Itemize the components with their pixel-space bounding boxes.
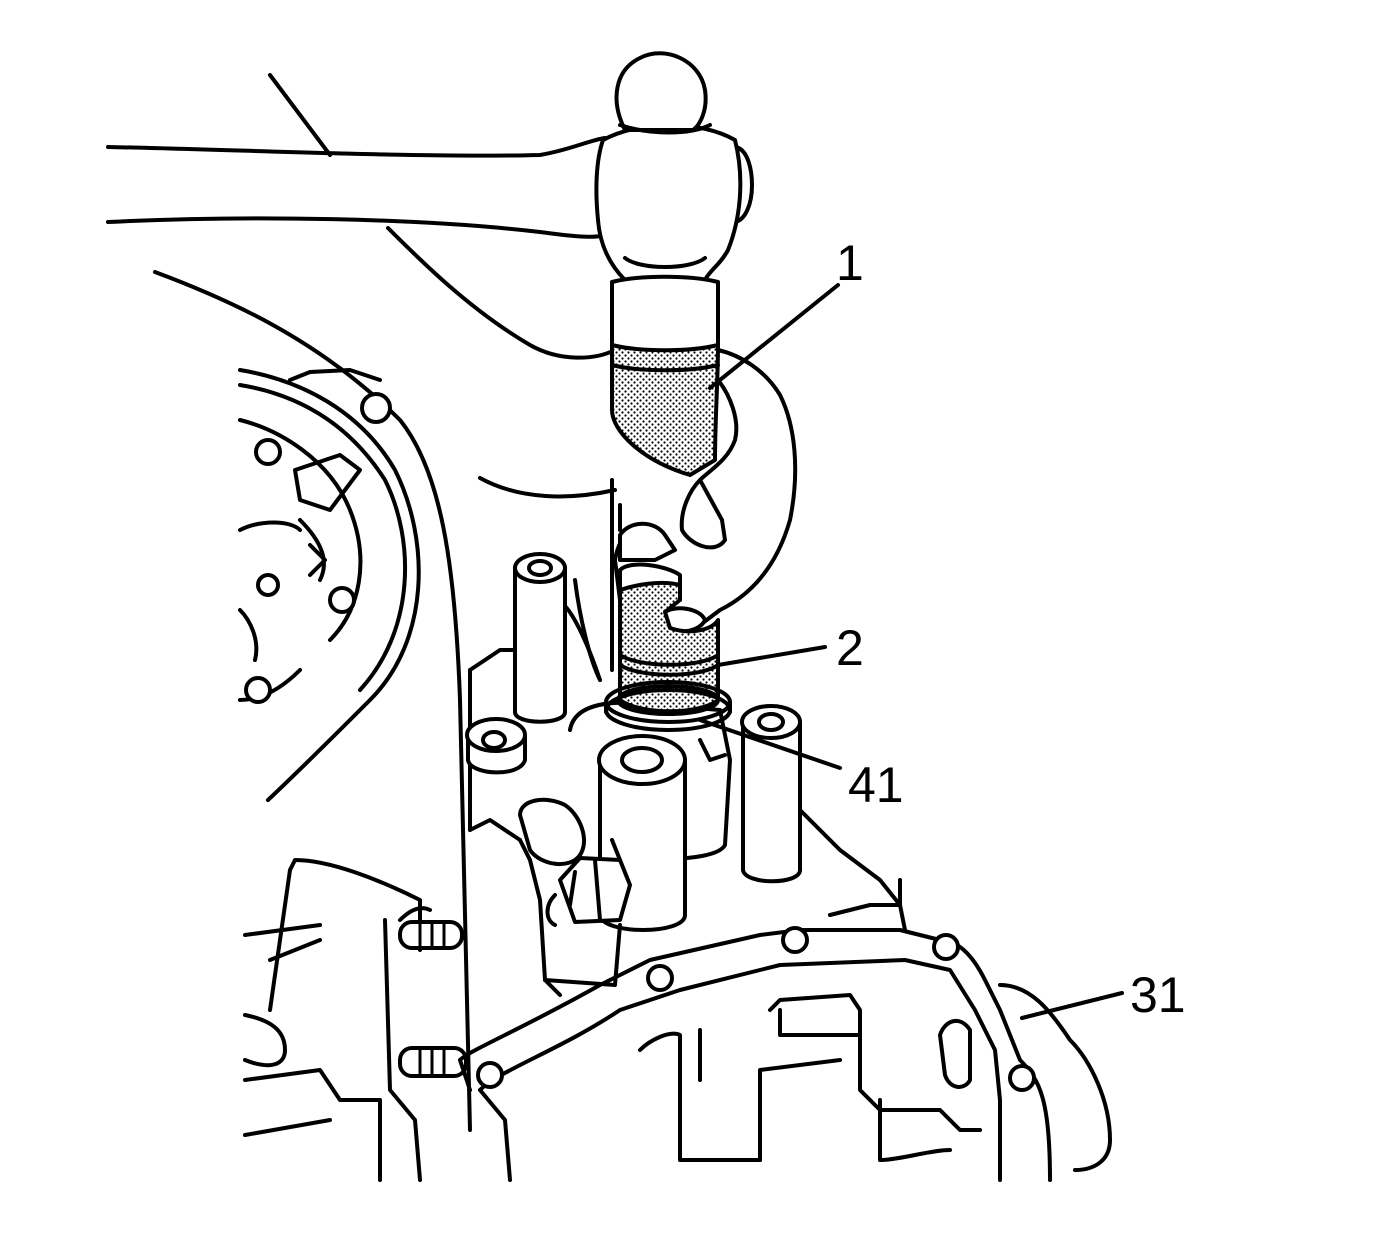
- bell-housing: [153, 270, 462, 802]
- hose-fitting: [518, 797, 586, 867]
- callout-31: 31: [1130, 967, 1186, 1023]
- hex-bolt: [558, 856, 632, 924]
- tool-upper-sleeve: [610, 343, 720, 477]
- leader-line-41: [698, 718, 842, 770]
- boss-bolt-hole: [620, 746, 664, 774]
- thumb: [679, 478, 727, 550]
- housing-bolt-hole: [360, 392, 392, 424]
- flange-bolt-hole: [781, 926, 809, 954]
- hammer-face: [610, 274, 720, 353]
- housing-bolt-hole: [254, 438, 282, 466]
- callout-41: 41: [848, 757, 904, 813]
- housing-bolt-hole: [328, 586, 356, 614]
- housing-bolt-hole: [256, 573, 280, 597]
- flange-bolt-hole: [476, 1061, 504, 1089]
- boss-bolt-hole: [757, 712, 785, 732]
- hammer: [106, 51, 754, 353]
- valve-body: [465, 552, 902, 997]
- leader-lines: [698, 283, 1124, 1020]
- boss-bolt-hole: [481, 730, 507, 750]
- finger: [618, 521, 677, 562]
- flange-bolt-hole: [932, 933, 960, 961]
- housing-bolt-hole: [244, 676, 272, 704]
- transmission-case: [243, 698, 1112, 1182]
- boss-bolt-hole: [527, 559, 553, 577]
- hammer-head: [594, 123, 743, 282]
- callout-1: 1: [836, 235, 864, 291]
- callout-labels: 1 2 41 31: [836, 235, 1186, 1023]
- tool-lower-sleeve: [618, 580, 720, 714]
- oil-seal: [604, 680, 732, 732]
- leader-line-2: [716, 645, 827, 667]
- leader-line-31: [1020, 991, 1124, 1020]
- flange-bolt-hole: [646, 964, 674, 992]
- seal-installer-tool: [610, 343, 720, 714]
- leader-line-1: [708, 283, 840, 390]
- hammer-ball: [614, 51, 708, 132]
- flange-bolt-hole: [1008, 1064, 1036, 1092]
- callout-2: 2: [836, 620, 864, 676]
